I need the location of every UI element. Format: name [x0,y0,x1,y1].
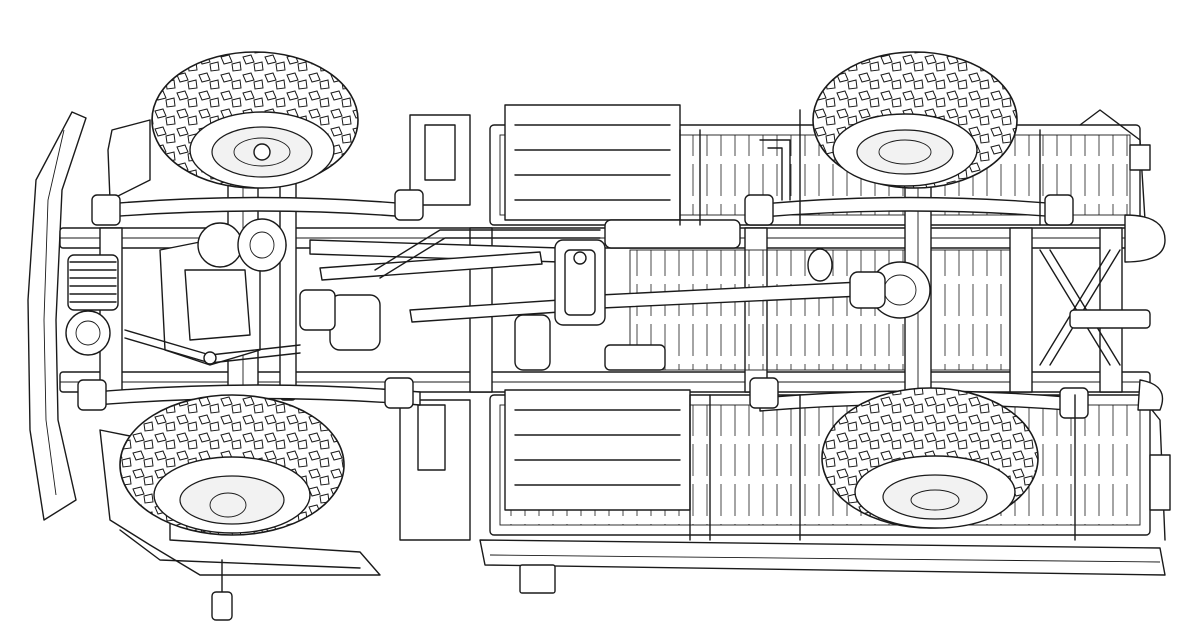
tow-hook [211,559,556,621]
tire-front-right [119,394,345,536]
front-bumper [27,111,87,521]
tail-brackets [1069,144,1171,511]
bed-outer-rails [679,109,1076,541]
exhaust-pipe [374,139,791,279]
transfer-case [514,219,741,371]
rear-differential [807,248,931,319]
front-coil-spring [65,254,119,356]
steering-linkage [124,329,301,365]
leaf-springs [77,189,1089,419]
tire-rear-right [821,387,1039,529]
front-differential [237,218,287,272]
step-boxes [399,104,691,541]
cab-floor-outline [99,119,381,576]
tire-rear-left [812,51,1018,189]
rear-x-brace [1039,249,1121,366]
tire-front-left [151,51,359,189]
